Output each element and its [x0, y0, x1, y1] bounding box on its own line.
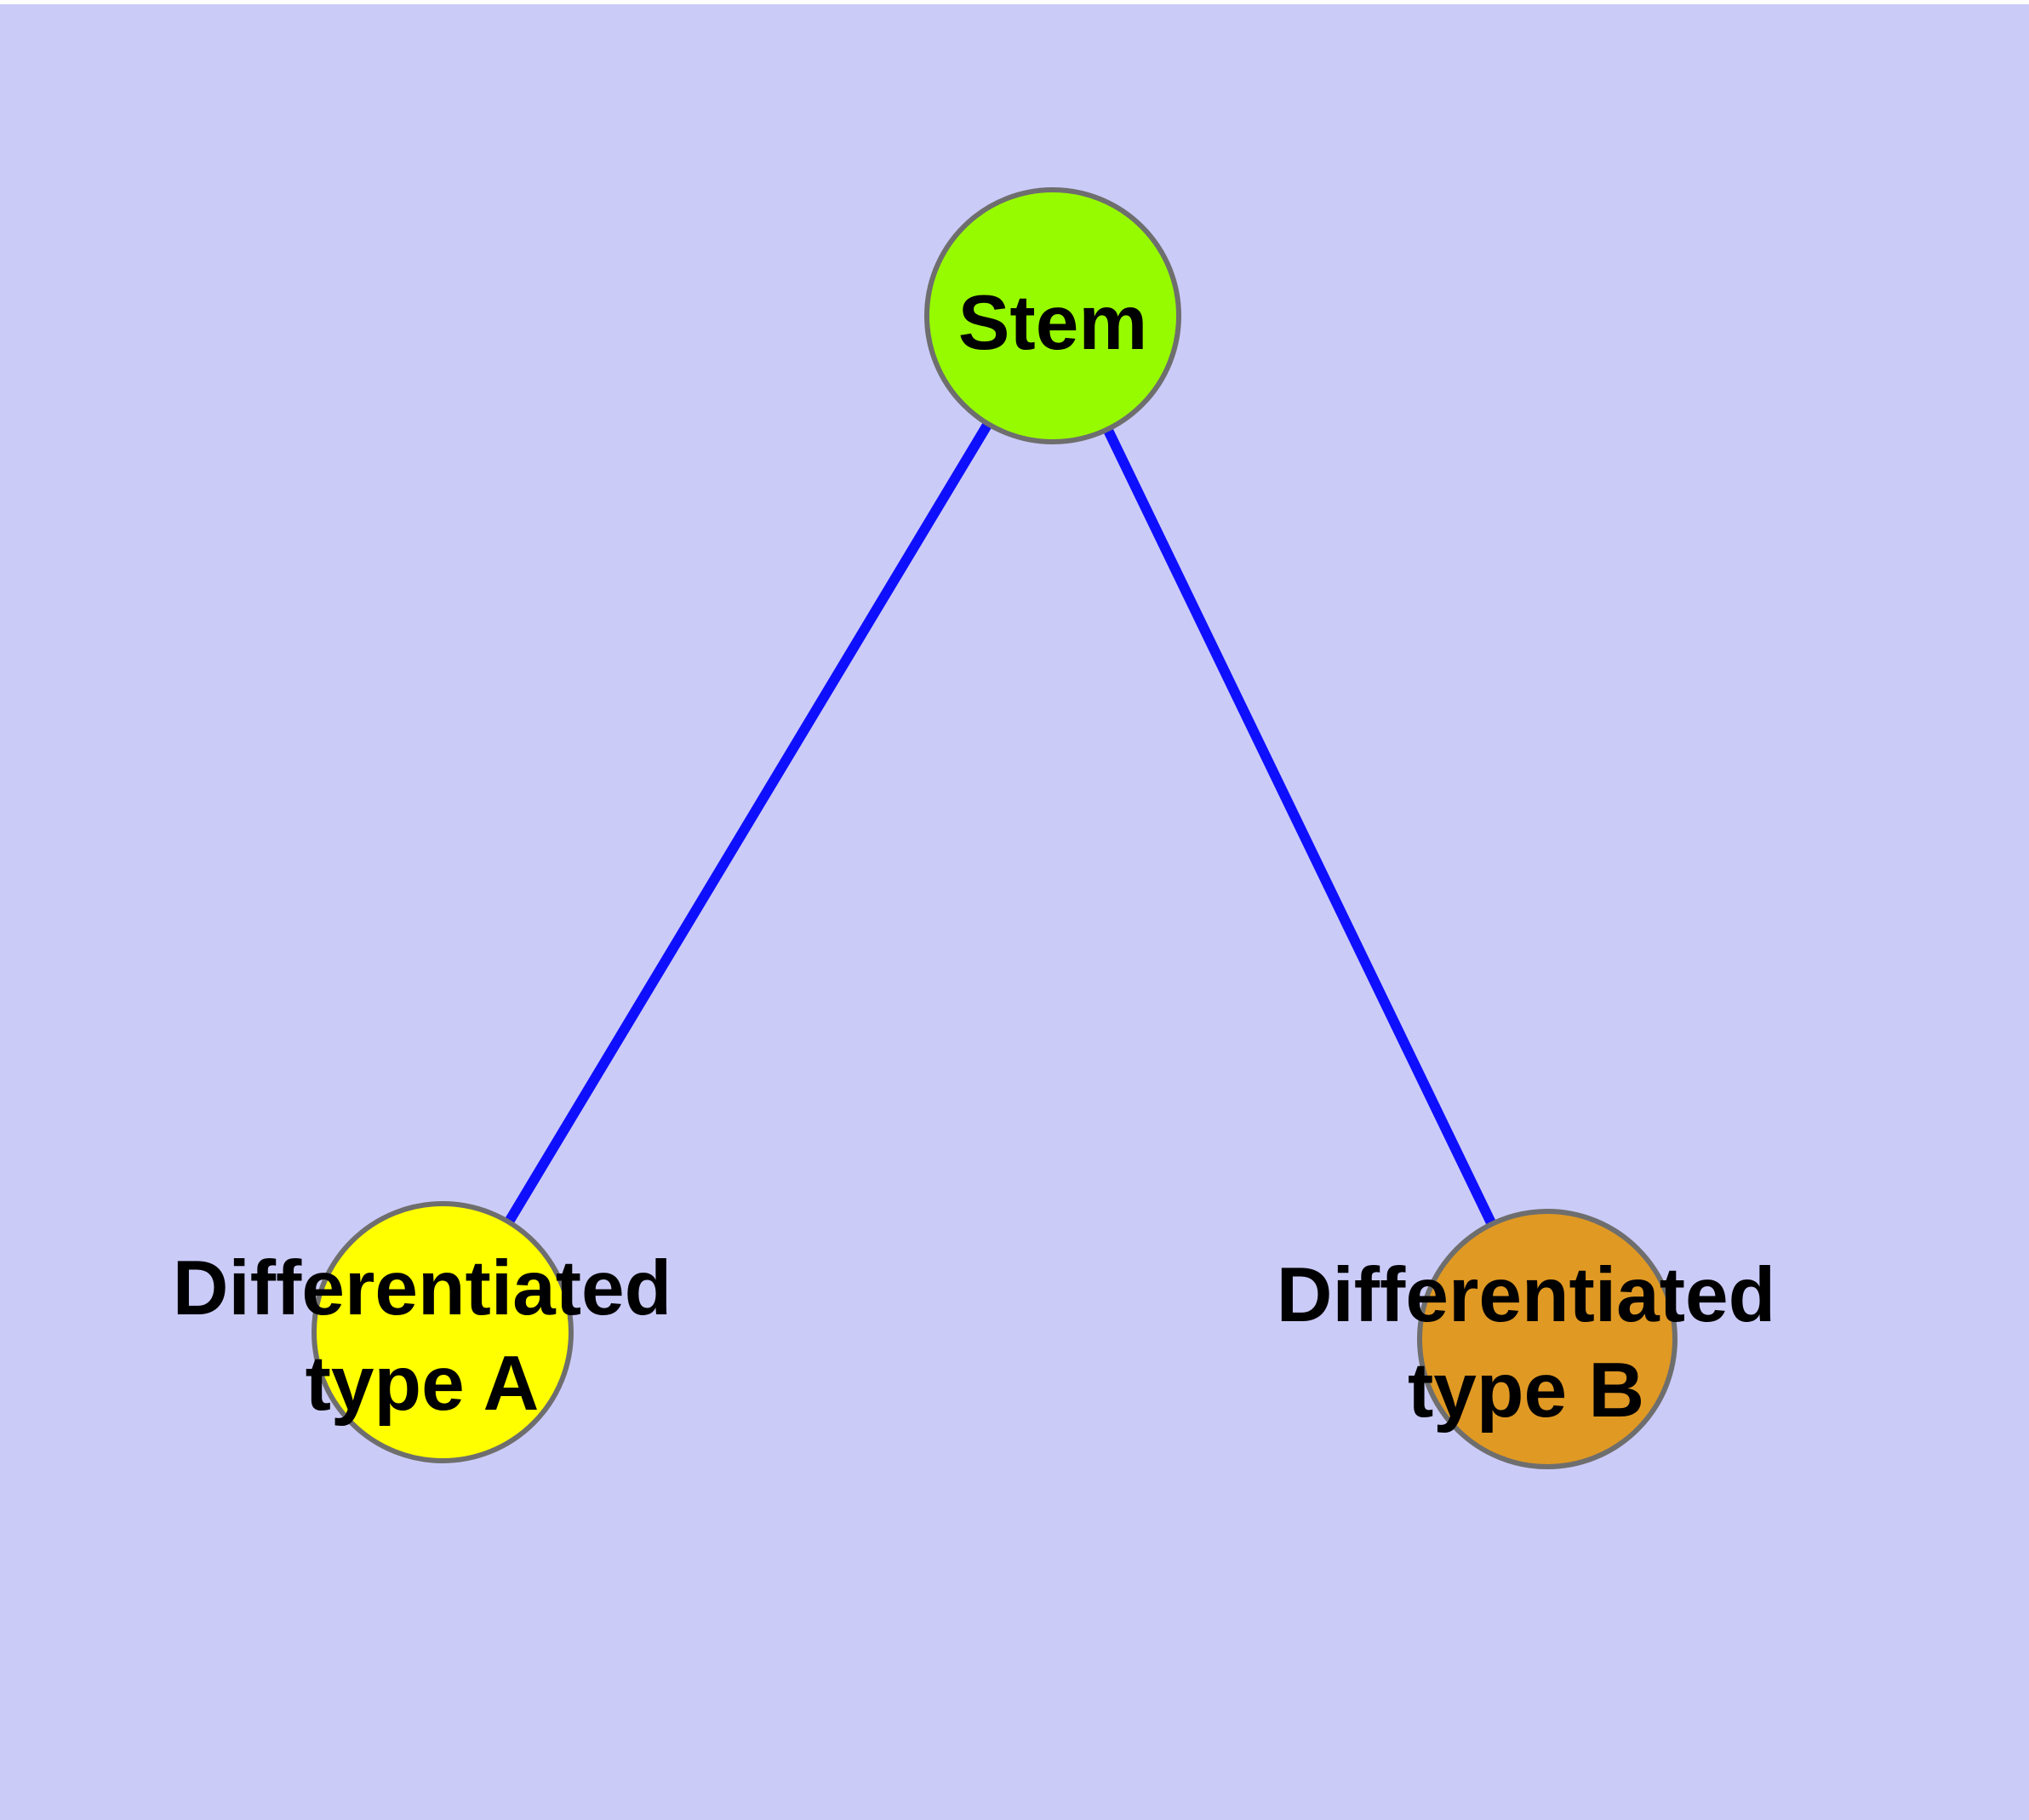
nodes-layer: [311, 187, 1677, 1469]
node-label-diff-type-a: Differentiated type A: [173, 1245, 672, 1427]
node-circle-diff-type-b: [1417, 1209, 1677, 1469]
edges-layer: [437, 312, 1552, 1342]
node-label-line: type B: [1408, 1348, 1644, 1434]
node-label-line: Differentiated: [1277, 1252, 1776, 1338]
edge-stem-to-diff-type-b: [1048, 313, 1552, 1342]
node-label-line: Differentiated: [173, 1245, 672, 1331]
node-label-line: type A: [306, 1341, 540, 1427]
node-label-diff-type-b: Differentiated type B: [1277, 1252, 1776, 1434]
node-label-line: Stem: [958, 280, 1148, 366]
edge-stem-to-diff-type-a: [437, 312, 1058, 1336]
node-circle-diff-type-a: [311, 1201, 574, 1463]
node-label-stem: Stem: [958, 280, 1148, 366]
node-circle-stem: [924, 187, 1181, 444]
